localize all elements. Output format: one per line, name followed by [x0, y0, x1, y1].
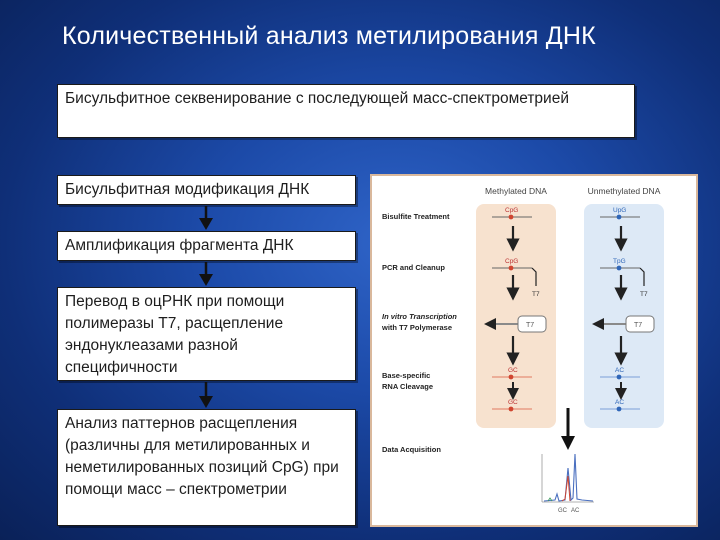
step-label-base-specific: Base-specific: [382, 371, 430, 380]
step-label-transcription: In vitro Transcription: [382, 312, 457, 321]
workflow-figure: Methylated DNA Unmethylated DNA Bisulfit…: [370, 174, 698, 527]
step-label-cleavage: RNA Cleavage: [382, 382, 433, 391]
slide-title: Количественный анализ метилирования ДНК: [62, 22, 596, 51]
mass-spectrum: GC AC: [542, 454, 594, 514]
m-seq-4: GC: [508, 399, 518, 406]
step-label-pcr: PCR and Cleanup: [382, 263, 445, 272]
step-label-data-acquisition: Data Acquisition: [382, 445, 441, 454]
step-box-4: Анализ паттернов расщепления (различны д…: [57, 409, 356, 526]
m-t7-box-label: T7: [526, 322, 534, 329]
u-t7-label: T7: [640, 291, 648, 298]
step-label-t7: with T7 Polymerase: [381, 323, 452, 332]
method-box: Бисульфитное секвенирование с последующе…: [57, 84, 635, 138]
m-seq-3: GC: [508, 367, 518, 374]
spectrum-tick-gc: GC: [558, 508, 568, 514]
u-seq-2: TpG: [613, 258, 626, 265]
down-arrow-icon: [199, 262, 213, 286]
m-seq-2: CpG: [505, 258, 518, 265]
down-arrow-icon: [199, 382, 213, 408]
u-seq-3: AC: [615, 367, 624, 374]
workflow-figure-svg: Methylated DNA Unmethylated DNA Bisulfit…: [372, 176, 696, 525]
spectrum-tick-ac: AC: [571, 508, 580, 514]
step-box-1: Бисульфитная модификация ДНК: [57, 175, 356, 205]
u-t7-box-label: T7: [634, 322, 642, 329]
unmethylated-header: Unmethylated DNA: [588, 186, 661, 196]
step-box-3: Перевод в оцРНК при помощи полимеразы Т7…: [57, 287, 356, 381]
u-seq-1: UpG: [613, 207, 626, 214]
u-seq-4: AC: [615, 399, 624, 406]
m-t7-label: T7: [532, 291, 540, 298]
step-label-bisulfite: Bisulfite Treatment: [382, 212, 450, 221]
m-seq-1: CpG: [505, 207, 518, 214]
methylated-header: Methylated DNA: [485, 186, 547, 196]
down-arrow-icon: [199, 206, 213, 230]
step-box-2: Амплификация фрагмента ДНК: [57, 231, 356, 261]
